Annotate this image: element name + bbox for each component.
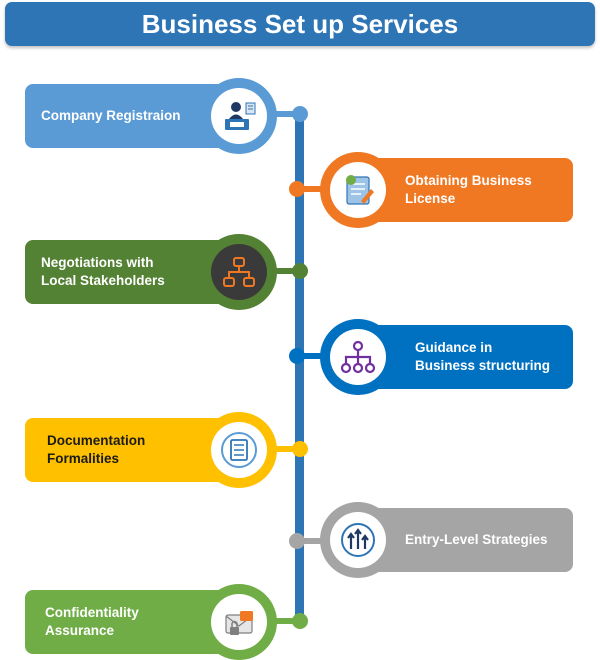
step-dot [292, 263, 308, 279]
timeline-line [295, 112, 304, 624]
step-card-confidentiality: Confidentiality Assurance [25, 590, 235, 654]
step-label: Guidance in Business structuring [415, 340, 551, 373]
step-icon-ring [320, 502, 396, 578]
step-label: Confidentiality Assurance [45, 605, 139, 638]
step-label: Entry-Level Strategies [405, 532, 548, 547]
step-card-documentation: Documentation Formalities [25, 418, 235, 482]
step-connector [295, 353, 335, 359]
step-icon-ring [320, 319, 396, 395]
org-chart-icon [339, 338, 377, 376]
network-flow-icon [220, 253, 258, 291]
step-icon-ring [201, 584, 277, 660]
step-dot [289, 181, 305, 197]
step-card-company-registration: Company Registraion [25, 84, 235, 148]
step-icon-ring [201, 234, 277, 310]
growth-arrows-icon [339, 521, 377, 559]
step-dot [292, 441, 308, 457]
step-icon-ring [201, 78, 277, 154]
checklist-icon [220, 431, 258, 469]
step-card-stakeholder-negotiations: Negotiations with Local Stakeholders [25, 240, 235, 304]
step-label: Obtaining Business License [405, 173, 532, 206]
step-connector [262, 446, 300, 452]
step-icon-ring [320, 152, 396, 228]
registration-desk-icon [220, 97, 258, 135]
license-document-icon [339, 171, 377, 209]
page-title-banner: Business Set up Services [5, 2, 595, 46]
step-dot [289, 533, 305, 549]
step-label: Company Registraion [41, 108, 181, 123]
step-icon-ring [201, 412, 277, 488]
secure-mail-icon [220, 603, 258, 641]
step-dot [292, 106, 308, 122]
step-connector [295, 538, 335, 544]
step-dot [289, 348, 305, 364]
step-label: Documentation Formalities [47, 433, 146, 466]
step-connector [262, 618, 300, 624]
step-connector [295, 186, 335, 192]
step-connector [262, 268, 300, 274]
step-label: Negotiations with Local Stakeholders [41, 255, 165, 288]
page-title: Business Set up Services [141, 8, 459, 39]
step-dot [292, 613, 308, 629]
step-connector [262, 111, 300, 117]
